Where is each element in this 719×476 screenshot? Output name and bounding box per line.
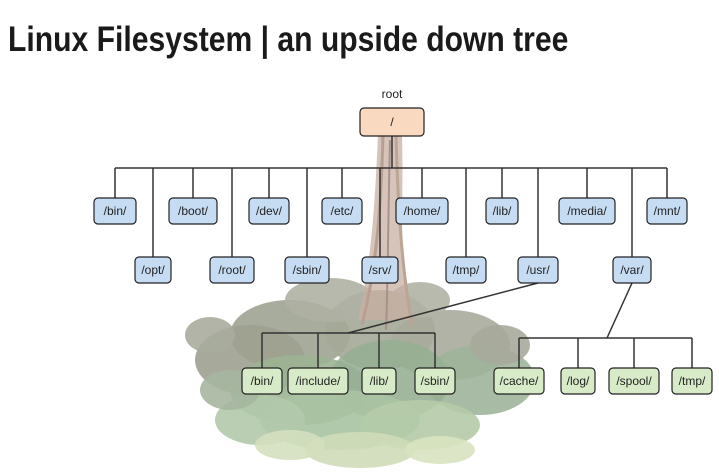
dir-node: /boot/ bbox=[168, 197, 218, 225]
trunk-strand bbox=[394, 134, 414, 326]
node-label: /opt/ bbox=[141, 263, 165, 277]
node-box bbox=[517, 256, 559, 284]
node-box bbox=[248, 197, 290, 225]
node-label: /spool/ bbox=[616, 374, 652, 388]
usr-child-node: /include/ bbox=[287, 367, 349, 395]
node-box bbox=[612, 256, 652, 284]
dir-node: /root/ bbox=[209, 256, 255, 284]
node-label: / bbox=[390, 115, 394, 129]
node-box bbox=[359, 107, 425, 137]
node-label: /home/ bbox=[404, 204, 441, 218]
node-box bbox=[284, 256, 330, 284]
node-label: /usr/ bbox=[526, 263, 550, 277]
dir-node: /usr/ bbox=[517, 256, 559, 284]
node-box bbox=[321, 197, 363, 225]
dir-node: /srv/ bbox=[361, 256, 399, 284]
node-label: /cache/ bbox=[500, 374, 539, 388]
node-label: /tmp/ bbox=[679, 374, 706, 388]
tree-canopy-illustration bbox=[185, 278, 535, 468]
var-child-node: /log/ bbox=[560, 367, 596, 395]
node-box bbox=[209, 256, 255, 284]
directory-nodes: root / /bin/ /boot/ /dev/ /etc/ /home/ /lib/ /me… bbox=[93, 87, 713, 395]
node-box bbox=[646, 197, 688, 225]
node-box bbox=[493, 367, 545, 395]
node-box bbox=[134, 256, 172, 284]
trunk-shape bbox=[358, 135, 410, 320]
dir-node: /bin/ bbox=[93, 197, 137, 225]
node-label: /tmp/ bbox=[453, 263, 480, 277]
canopy-blob bbox=[285, 278, 375, 322]
usr-child-node: /lib/ bbox=[361, 367, 397, 395]
usr-child-node: /sbin/ bbox=[414, 367, 456, 395]
node-label: /media/ bbox=[567, 204, 607, 218]
page-title: Linux Filesystem | an upside down tree bbox=[8, 20, 569, 59]
dir-node: /media/ bbox=[558, 197, 616, 225]
canopy-blob bbox=[405, 436, 475, 464]
node-box bbox=[485, 197, 519, 225]
dir-node: /etc/ bbox=[321, 197, 363, 225]
node-box bbox=[93, 197, 137, 225]
node-label: /bin/ bbox=[104, 204, 127, 218]
node-box bbox=[361, 256, 399, 284]
node-label: /include/ bbox=[296, 374, 341, 388]
connector-line bbox=[606, 282, 633, 339]
tree-trunk-illustration bbox=[358, 134, 414, 331]
node-box bbox=[445, 256, 487, 284]
dir-node: /tmp/ bbox=[445, 256, 487, 284]
root-node: / bbox=[359, 107, 425, 137]
trunk-strand bbox=[360, 134, 385, 326]
node-label: /etc/ bbox=[331, 204, 354, 218]
node-label: /srv/ bbox=[369, 263, 392, 277]
tree-connector-lines bbox=[114, 136, 693, 368]
node-box bbox=[241, 367, 283, 395]
node-box bbox=[168, 197, 218, 225]
node-box bbox=[287, 367, 349, 395]
node-box bbox=[608, 367, 660, 395]
root-caption: root bbox=[382, 87, 403, 101]
canopy-blob bbox=[470, 325, 530, 365]
canopy-blob bbox=[185, 317, 235, 353]
canopy-blob bbox=[255, 430, 325, 460]
dir-node: /dev/ bbox=[248, 197, 290, 225]
node-label: /sbin/ bbox=[293, 263, 322, 277]
var-child-node: /tmp/ bbox=[671, 367, 713, 395]
node-label: /sbin/ bbox=[421, 374, 450, 388]
dir-node: /var/ bbox=[612, 256, 652, 284]
dir-node: /sbin/ bbox=[284, 256, 330, 284]
node-box bbox=[671, 367, 713, 395]
canopy-blob bbox=[305, 432, 415, 468]
usr-child-node: /bin/ bbox=[241, 367, 283, 395]
node-box bbox=[558, 197, 616, 225]
dir-node: /mnt/ bbox=[646, 197, 688, 225]
var-child-node: /spool/ bbox=[608, 367, 660, 395]
node-label: /boot/ bbox=[178, 204, 209, 218]
node-label: /mnt/ bbox=[654, 204, 681, 218]
node-label: /var/ bbox=[620, 263, 644, 277]
node-label: /lib/ bbox=[370, 374, 389, 388]
node-box bbox=[361, 367, 397, 395]
node-label: /lib/ bbox=[493, 204, 512, 218]
connector-line bbox=[347, 282, 539, 334]
node-label: /log/ bbox=[567, 374, 590, 388]
node-box bbox=[560, 367, 596, 395]
node-label: /root/ bbox=[218, 263, 246, 277]
dir-node: /opt/ bbox=[134, 256, 172, 284]
node-label: /bin/ bbox=[251, 374, 274, 388]
node-box bbox=[395, 197, 449, 225]
node-box bbox=[414, 367, 456, 395]
dir-node: /home/ bbox=[395, 197, 449, 225]
dir-node: /lib/ bbox=[485, 197, 519, 225]
var-child-node: /cache/ bbox=[493, 367, 545, 395]
node-label: /dev/ bbox=[256, 204, 283, 218]
